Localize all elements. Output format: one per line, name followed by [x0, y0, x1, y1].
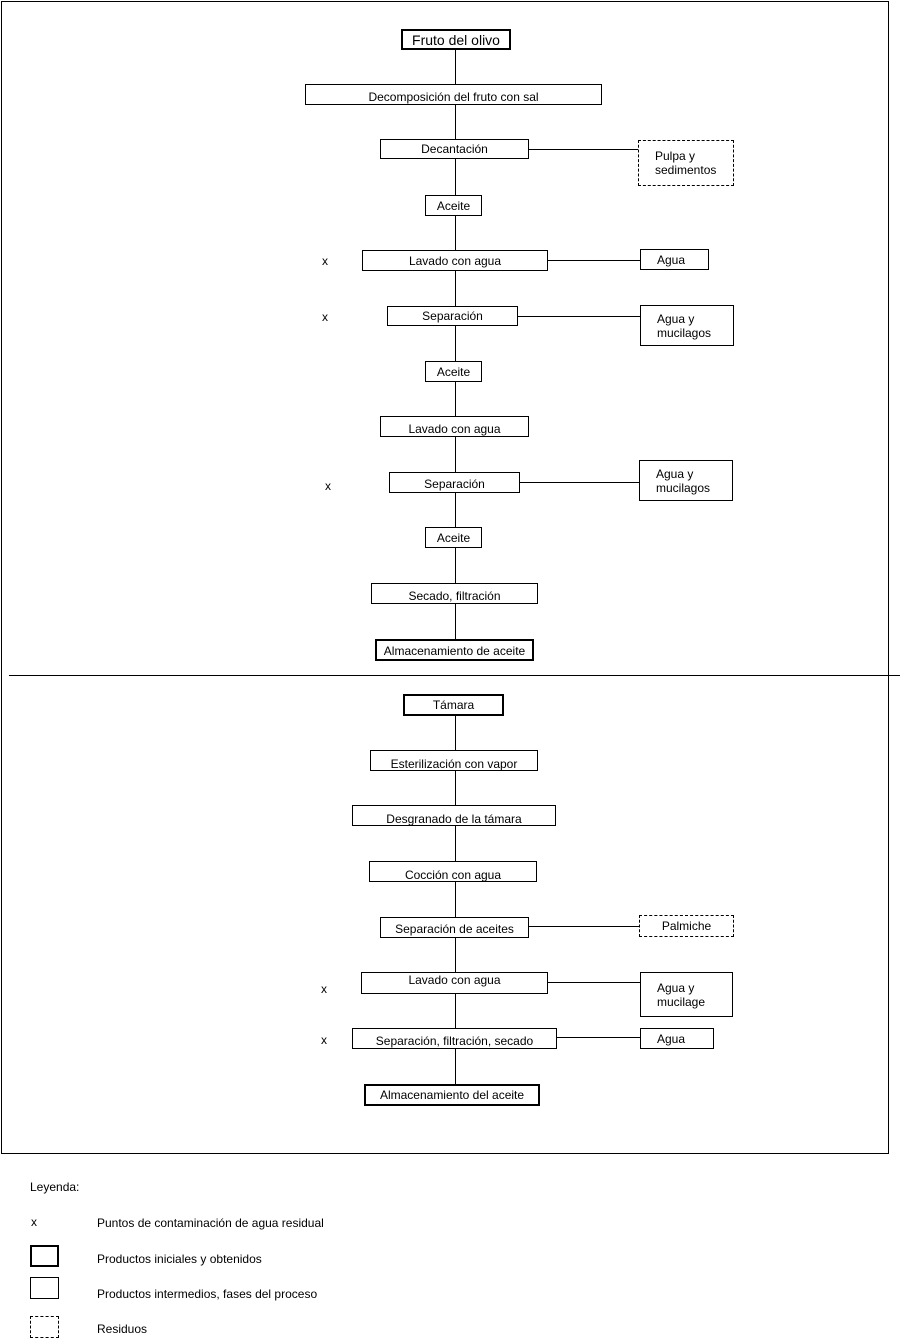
- date-water-box: Agua: [640, 1028, 714, 1049]
- olive-wash1-connector: [547, 260, 641, 261]
- olive-water-mucilage-1-box: Agua y mucilagos: [640, 305, 734, 346]
- olive-water-mucilage-2-box: Agua y mucilagos: [639, 460, 733, 501]
- date-cooking-box: Cocción con agua: [369, 861, 537, 882]
- olive-storage-box: Almacenamiento de aceite: [375, 639, 534, 661]
- olive-drying-box: Secado, filtración: [371, 583, 538, 604]
- legend-title: Leyenda:: [30, 1180, 80, 1194]
- olive-contamination-mark-3: x: [325, 479, 331, 493]
- date-wash-connector: [547, 982, 640, 983]
- olive-decantation-box: Decantación: [380, 139, 529, 159]
- olive-contamination-mark-1: x: [322, 254, 328, 268]
- date-oil-separation-box: Separación de aceites: [380, 917, 529, 938]
- date-finalsep-connector: [556, 1037, 640, 1038]
- legend-mark-text: Puntos de contaminación de agua residual: [97, 1216, 324, 1230]
- olive-separation-1-box: Separación: [387, 306, 518, 326]
- legend-mark-symbol: x: [31, 1215, 37, 1229]
- olive-trunk-line: [455, 50, 456, 655]
- olive-pulp-residue-box: Pulpa y sedimentos: [638, 140, 734, 186]
- olive-decomposition-box: Decomposición del fruto con sal: [305, 84, 602, 105]
- olive-wash-1-box: Lavado con agua: [362, 250, 548, 271]
- olive-separation-2-box: Separación: [389, 472, 520, 493]
- date-sterilization-box: Esterilización con vapor: [370, 750, 538, 771]
- olive-start-box: Fruto del olivo: [401, 29, 511, 50]
- olive-contamination-mark-2: x: [322, 310, 328, 324]
- olive-sep2-connector: [519, 482, 640, 483]
- date-water-mucilage-box: Agua y mucilage: [640, 972, 733, 1017]
- olive-water-1-box: Agua: [640, 249, 709, 270]
- legend-products-swatch: [30, 1245, 59, 1267]
- olive-oil-2-box: Aceite: [425, 361, 482, 382]
- olive-wash-2-box: Lavado con agua: [380, 416, 529, 437]
- olive-decant-connector: [528, 149, 639, 150]
- diagram-frame: [1, 1, 889, 1154]
- date-start-box: Támara: [403, 694, 504, 716]
- olive-sep1-connector: [517, 316, 641, 317]
- olive-oil-3-box: Aceite: [425, 527, 482, 548]
- date-wash-box: Lavado con agua: [361, 972, 548, 994]
- legend-intermediate-text: Productos intermedios, fases del proceso: [97, 1287, 318, 1301]
- date-final-separation-box: Separación, filtración, secado: [352, 1028, 557, 1049]
- legend-residues-swatch: [30, 1316, 59, 1338]
- legend-intermediate-swatch: [30, 1277, 59, 1299]
- date-trunk-line: [455, 715, 456, 1085]
- date-oilsep-connector: [528, 926, 639, 927]
- date-threshing-box: Desgranado de la támara: [352, 805, 556, 826]
- olive-oil-1-box: Aceite: [425, 195, 482, 216]
- legend-residues-text: Residuos: [97, 1322, 148, 1336]
- date-contamination-mark-2: x: [321, 1033, 327, 1047]
- date-storage-box: Almacenamiento del aceite: [364, 1084, 540, 1106]
- date-palmiche-residue-box: Palmiche: [639, 915, 734, 937]
- section-divider: [9, 675, 900, 676]
- date-contamination-mark-1: x: [321, 982, 327, 996]
- legend-products-text: Productos iniciales y obtenidos: [97, 1252, 262, 1266]
